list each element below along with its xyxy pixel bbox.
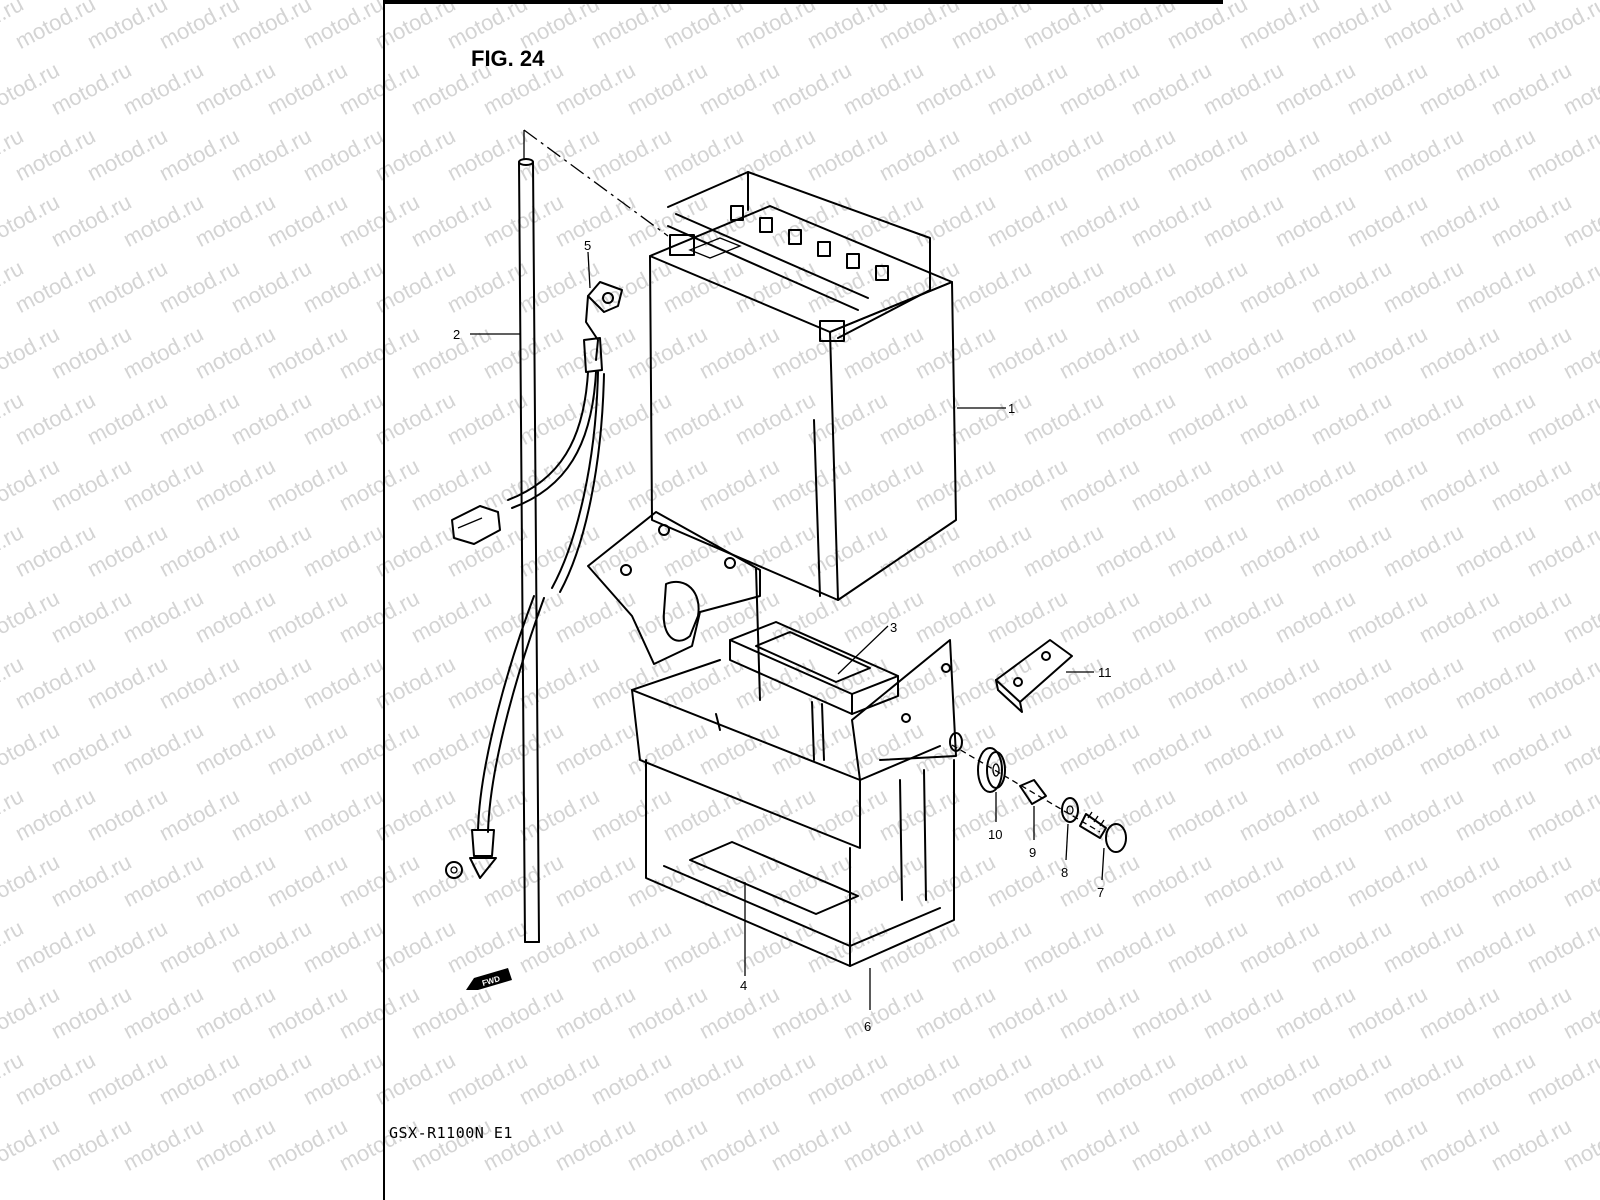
plate-part	[995, 639, 1073, 713]
part-number-4: 4	[740, 978, 747, 993]
part-number-8: 8	[1061, 865, 1068, 880]
frame-top-border	[383, 0, 1223, 4]
leader-lines	[470, 251, 1105, 1010]
fwd-badge: FWD	[466, 968, 512, 990]
cushion-part	[729, 621, 899, 715]
part-number-11: 11	[1098, 665, 1112, 680]
part-number-labels: 1 2 3 4 5 6 7 8 9 10 11	[453, 238, 1112, 1034]
part-number-2: 2	[453, 327, 460, 342]
mounting-hardware	[951, 744, 1127, 853]
part-number-7: 7	[1097, 885, 1104, 900]
part-number-10: 10	[988, 827, 1002, 842]
part-number-1: 1	[1008, 401, 1015, 416]
breather-tube-part	[518, 129, 669, 943]
part-number-3: 3	[890, 620, 897, 635]
figure-title: FIG. 24	[471, 46, 545, 71]
model-label: GSX-R1100N E1	[389, 1124, 513, 1142]
negative-lead-part	[445, 281, 623, 879]
part-number-5: 5	[584, 238, 591, 253]
battery-case-part	[587, 511, 963, 967]
battery-part	[649, 171, 957, 601]
part-number-6: 6	[864, 1019, 871, 1034]
part-number-9: 9	[1029, 845, 1036, 860]
frame-left-border	[383, 0, 385, 1200]
